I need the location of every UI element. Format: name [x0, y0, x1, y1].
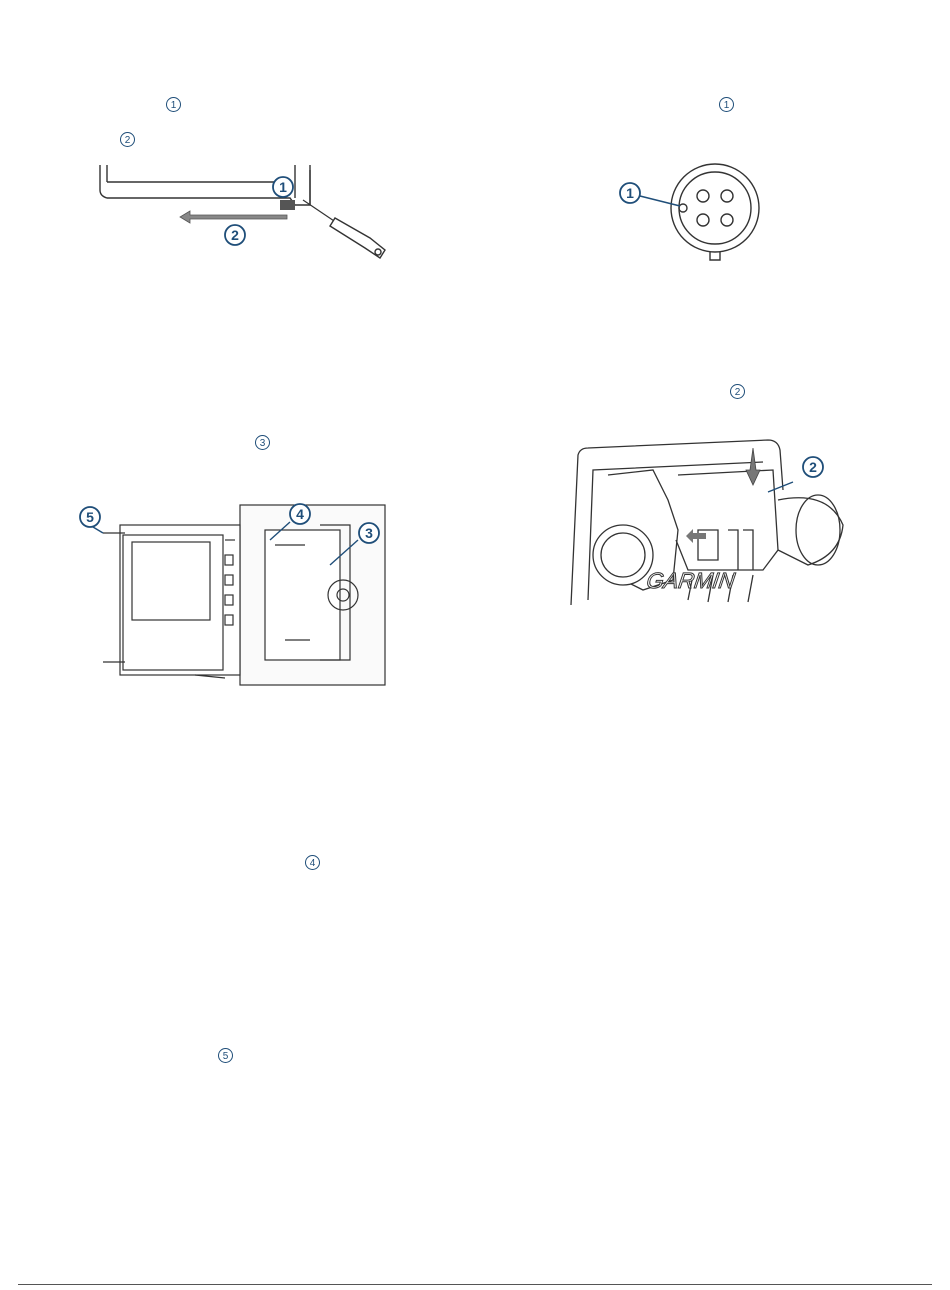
callout-left-3: 3	[255, 435, 270, 450]
callout-right-1: 1	[719, 97, 734, 112]
figure-mount-assembly: 5 4 3	[75, 500, 395, 695]
fig-mount-label-4: 4	[296, 506, 304, 522]
fig-mount-label-5: 5	[86, 509, 94, 525]
callout-left-4: 4	[305, 855, 320, 870]
callout-left-5: 5	[218, 1048, 233, 1063]
callout-marker-2: 2	[225, 225, 245, 245]
fig-tool-label-1: 1	[279, 179, 287, 195]
fig-tool-label-2: 2	[231, 227, 239, 243]
fig-mount-callout-5: 5	[80, 507, 103, 533]
footer-rule	[18, 1284, 932, 1285]
callout-left-2: 2	[120, 132, 135, 147]
callout-marker-1: 1	[273, 177, 293, 197]
callout-right-2: 2	[730, 384, 745, 399]
fig-connector-label-1: 1	[626, 185, 634, 201]
fig-mount-label-3: 3	[365, 525, 373, 541]
callout-left-1: 1	[166, 97, 181, 112]
garmin-logo: GARMIN	[645, 568, 736, 593]
fig-back-label-2: 2	[809, 459, 817, 475]
figure-connector: 1	[610, 160, 770, 270]
figure-release-tool: 1 2	[95, 160, 395, 265]
figure-rear-view: GARMIN 2	[568, 430, 858, 610]
